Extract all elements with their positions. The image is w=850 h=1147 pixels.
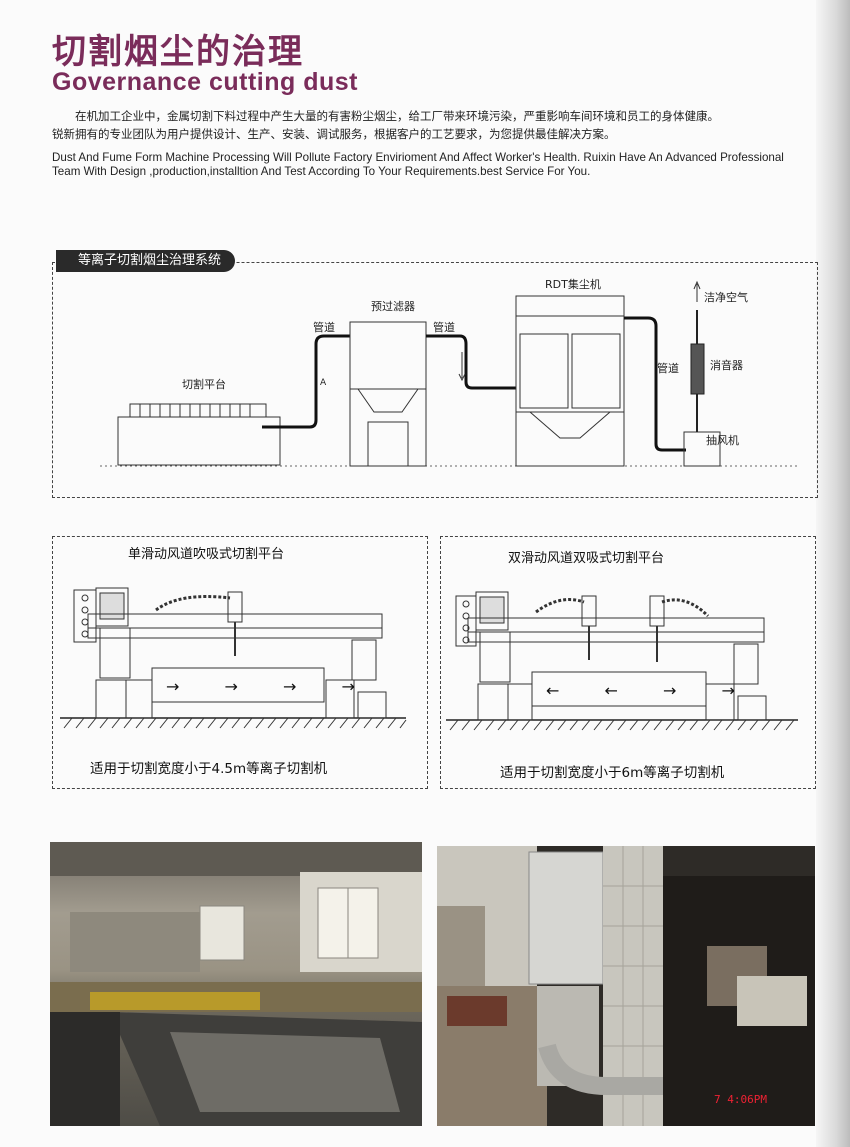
- table-box-double: [440, 536, 816, 789]
- label-pipe-1: 管道: [313, 321, 335, 334]
- table-caption-double: 适用于切割宽度小于6m等离子切割机: [500, 765, 725, 781]
- label-pipe-2: 管道: [433, 321, 455, 334]
- photo-timestamp: 7 4:06PM: [714, 1093, 767, 1106]
- page-title-cn: 切割烟尘的治理: [52, 32, 304, 72]
- airflow-arrows-double: ← ← → →: [546, 681, 755, 700]
- ground-hatch-2: [449, 719, 795, 731]
- fan: [683, 431, 721, 467]
- table-box-single: [52, 536, 428, 789]
- pipe-3: [624, 316, 686, 452]
- cutting-platform-grid: [129, 403, 267, 418]
- pipe-2: [426, 334, 516, 390]
- intro-en: Dust And Fume Form Machine Processing Wi…: [52, 151, 784, 178]
- intro-cn-line1: 在机加工企业中，金属切割下料过程中产生大量的有害粉尘烟尘，给工厂带来环境污染，严…: [75, 109, 719, 123]
- photo-dust-collector-installation: 7 4:06PM: [437, 846, 815, 1126]
- label-collector: RDT集尘机: [545, 278, 601, 291]
- dust-collector: [515, 295, 625, 467]
- table-caption-single: 适用于切割宽度小于4.5m等离子切割机: [90, 761, 328, 777]
- photo-plasma-cutting-workshop: [50, 842, 422, 1126]
- page-edge: [816, 0, 850, 1147]
- label-mark-a: A: [320, 378, 327, 388]
- platform-grid-lines: [139, 404, 251, 417]
- label-pre-filter: 预过滤器: [371, 300, 415, 313]
- pipe-1: [262, 334, 350, 429]
- ground-hatch-1: [63, 717, 407, 729]
- table-title-double: 双滑动风道双吸式切割平台: [508, 551, 665, 566]
- airflow-arrows-single: → → → →: [166, 677, 375, 696]
- system-diagram-label: 等离子切割烟尘治理系统: [56, 250, 236, 272]
- page-title-en: Governance cutting dust: [52, 68, 358, 96]
- label-clean-air: 洁净空气: [704, 291, 748, 304]
- label-cutting-platform: 切割平台: [182, 378, 226, 391]
- system-diagram-box: [52, 262, 818, 498]
- table-title-single: 单滑动风道吹吸式切割平台: [128, 547, 285, 562]
- label-fan: 抽风机: [706, 434, 739, 447]
- label-silencer: 消音器: [710, 359, 743, 372]
- intro-cn: 在机加工企业中，金属切割下料过程中产生大量的有害粉尘烟尘，给工厂带来环境污染，严…: [52, 107, 832, 143]
- intro-cn-line2: 锐新拥有的专业团队为用户提供设计、生产、安装、调试服务，根据客户的工艺要求，为您…: [52, 127, 616, 141]
- silencer: [690, 343, 705, 395]
- label-pipe-3: 管道: [657, 362, 679, 375]
